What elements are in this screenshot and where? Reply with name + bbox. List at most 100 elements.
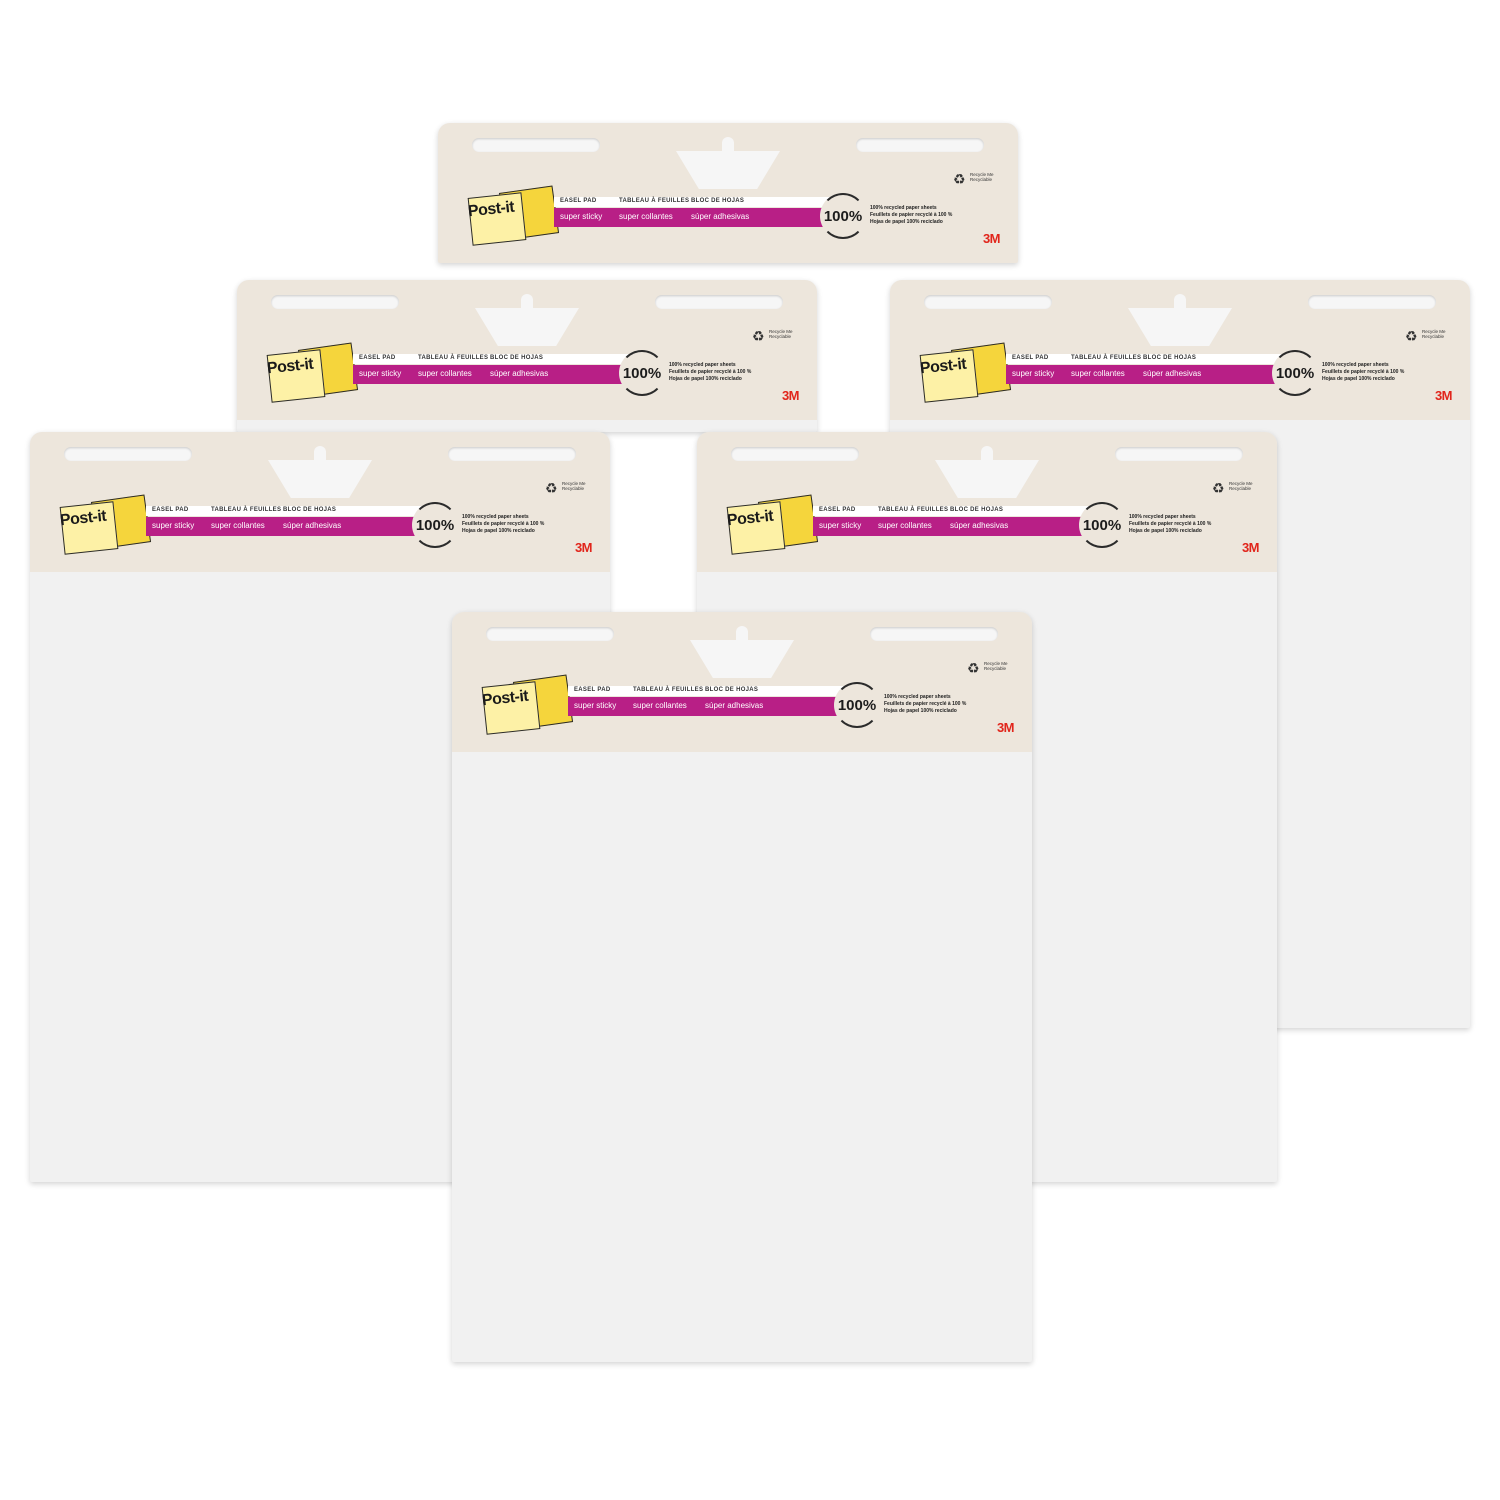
feature-band — [568, 697, 838, 716]
label-en: EASEL PAD — [152, 507, 189, 513]
brand-logo: 3M — [574, 540, 593, 555]
label-fr: TABLEAU À FEUILLES — [619, 198, 690, 204]
pad-header: Post-it EASEL PAD TABLEAU À FEUILLES BLO… — [697, 432, 1277, 572]
feature-en: super sticky — [359, 369, 402, 378]
feature-fr: super collantes — [878, 521, 932, 530]
recycle-me-text: Recycle Me Recyclable — [1422, 329, 1446, 339]
label-en: EASEL PAD — [574, 687, 611, 693]
feature-es: súper adhesivas — [705, 701, 764, 710]
label-strip — [353, 354, 649, 364]
recycle-text-fr: Feuillets de papier recyclé à 100 % — [669, 369, 752, 375]
label-es: BLOC DE HOJAS — [705, 687, 759, 693]
brand-logo: 3M — [781, 388, 800, 403]
recycle-text-es: Hojas de papel 100% reciclado — [462, 528, 535, 534]
feature-en: super sticky — [560, 212, 603, 221]
pad-back-top: Post-it EASEL PAD TABLEAU À FEUILLES BLO… — [438, 123, 1018, 263]
feature-en: super sticky — [1012, 369, 1055, 378]
label-en: EASEL PAD — [359, 355, 396, 361]
label-fr: TABLEAU À FEUILLES — [418, 355, 489, 361]
feature-es: súper adhesivas — [1143, 369, 1202, 378]
recycle-text-en: 100% recycled paper sheets — [870, 205, 937, 211]
pad-header: Post-it EASEL PAD TABLEAU À FEUILLES BLO… — [438, 123, 1018, 263]
recycle-text-fr: Feuillets de papier recyclé à 100 % — [884, 701, 967, 707]
feature-es: súper adhesivas — [950, 521, 1009, 530]
hanger-cutout — [935, 460, 1039, 498]
recycle-icon: ♻ — [752, 328, 765, 344]
feature-fr: super collantes — [633, 701, 687, 710]
recycled-badge: 100% — [834, 682, 880, 728]
recycle-me-text: Recycle Me Recyclable — [984, 661, 1008, 671]
feature-en: super sticky — [152, 521, 195, 530]
brand-logo: 3M — [1241, 540, 1260, 555]
label-strip — [1006, 354, 1302, 364]
recycle-text-es: Hojas de papel 100% reciclado — [1322, 376, 1395, 382]
recycle-text-fr: Feuillets de papier recyclé à 100 % — [462, 521, 545, 527]
hanging-slot — [731, 447, 859, 461]
label-es: BLOC DE HOJAS — [283, 507, 337, 513]
recycle-me-text: Recycle Me Recyclable — [1229, 481, 1253, 491]
label-fr: TABLEAU À FEUILLES — [878, 507, 949, 513]
pad-header: Post-it EASEL PAD TABLEAU À FEUILLES BLO… — [237, 280, 817, 420]
recycle-icon: ♻ — [1405, 328, 1418, 344]
feature-fr: super collantes — [211, 521, 265, 530]
recycle-me-text: Recycle Me Recyclable — [562, 481, 586, 491]
recycle-text-es: Hojas de papel 100% reciclado — [669, 376, 742, 382]
hanger-cutout — [475, 308, 579, 346]
recycle-icon: ♻ — [967, 660, 980, 676]
feature-en: super sticky — [574, 701, 617, 710]
hanger-notch — [722, 137, 734, 155]
hanging-slot — [64, 447, 192, 461]
hanger-cutout — [690, 640, 794, 678]
label-strip — [554, 197, 850, 207]
hanger-cutout — [676, 151, 780, 189]
recycled-badge: 100% — [412, 502, 458, 548]
feature-en: super sticky — [819, 521, 862, 530]
recycle-text-en: 100% recycled paper sheets — [1129, 514, 1196, 520]
hanger-cutout — [1128, 308, 1232, 346]
hanging-slot — [472, 138, 600, 152]
feature-band — [813, 517, 1083, 536]
label-fr: TABLEAU À FEUILLES — [633, 687, 704, 693]
feature-band — [146, 517, 416, 536]
hanging-slot — [271, 295, 399, 309]
recycled-badge: 100% — [1079, 502, 1125, 548]
label-es: BLOC DE HOJAS — [490, 355, 544, 361]
hanging-slot — [486, 627, 614, 641]
feature-es: súper adhesivas — [283, 521, 342, 530]
brand-logo: 3M — [982, 231, 1001, 246]
hanger-notch — [521, 294, 533, 312]
label-es: BLOC DE HOJAS — [950, 507, 1004, 513]
feature-band — [554, 208, 824, 227]
pad-header: Post-it EASEL PAD TABLEAU À FEUILLES BLO… — [452, 612, 1032, 752]
hanging-slot — [870, 627, 998, 641]
label-fr: TABLEAU À FEUILLES — [211, 507, 282, 513]
recycled-badge: 100% — [1272, 350, 1318, 396]
label-strip — [813, 506, 1109, 516]
feature-fr: super collantes — [418, 369, 472, 378]
recycle-icon: ♻ — [953, 171, 966, 187]
hanging-slot — [856, 138, 984, 152]
recycle-text-fr: Feuillets de papier recyclé à 100 % — [1129, 521, 1212, 527]
feature-es: súper adhesivas — [691, 212, 750, 221]
brand-logo: 3M — [1434, 388, 1453, 403]
hanger-notch — [314, 446, 326, 464]
recycle-text-fr: Feuillets de papier recyclé à 100 % — [1322, 369, 1405, 375]
hanging-slot — [1308, 295, 1436, 309]
recycle-me-text: Recycle Me Recyclable — [970, 172, 994, 182]
label-strip — [568, 686, 864, 696]
label-es: BLOC DE HOJAS — [691, 198, 745, 204]
label-es: BLOC DE HOJAS — [1143, 355, 1197, 361]
recycle-text-en: 100% recycled paper sheets — [1322, 362, 1389, 368]
hanger-notch — [736, 626, 748, 644]
recycle-text-es: Hojas de papel 100% reciclado — [1129, 528, 1202, 534]
hanging-slot — [448, 447, 576, 461]
feature-band — [1006, 365, 1276, 384]
label-fr: TABLEAU À FEUILLES — [1071, 355, 1142, 361]
label-en: EASEL PAD — [1012, 355, 1049, 361]
brand-logo: 3M — [996, 720, 1015, 735]
recycle-text-en: 100% recycled paper sheets — [462, 514, 529, 520]
pad-front: Post-it EASEL PAD TABLEAU À FEUILLES BLO… — [452, 612, 1032, 1362]
label-en: EASEL PAD — [819, 507, 856, 513]
hanger-cutout — [268, 460, 372, 498]
pad-header: Post-it EASEL PAD TABLEAU À FEUILLES BLO… — [30, 432, 610, 572]
